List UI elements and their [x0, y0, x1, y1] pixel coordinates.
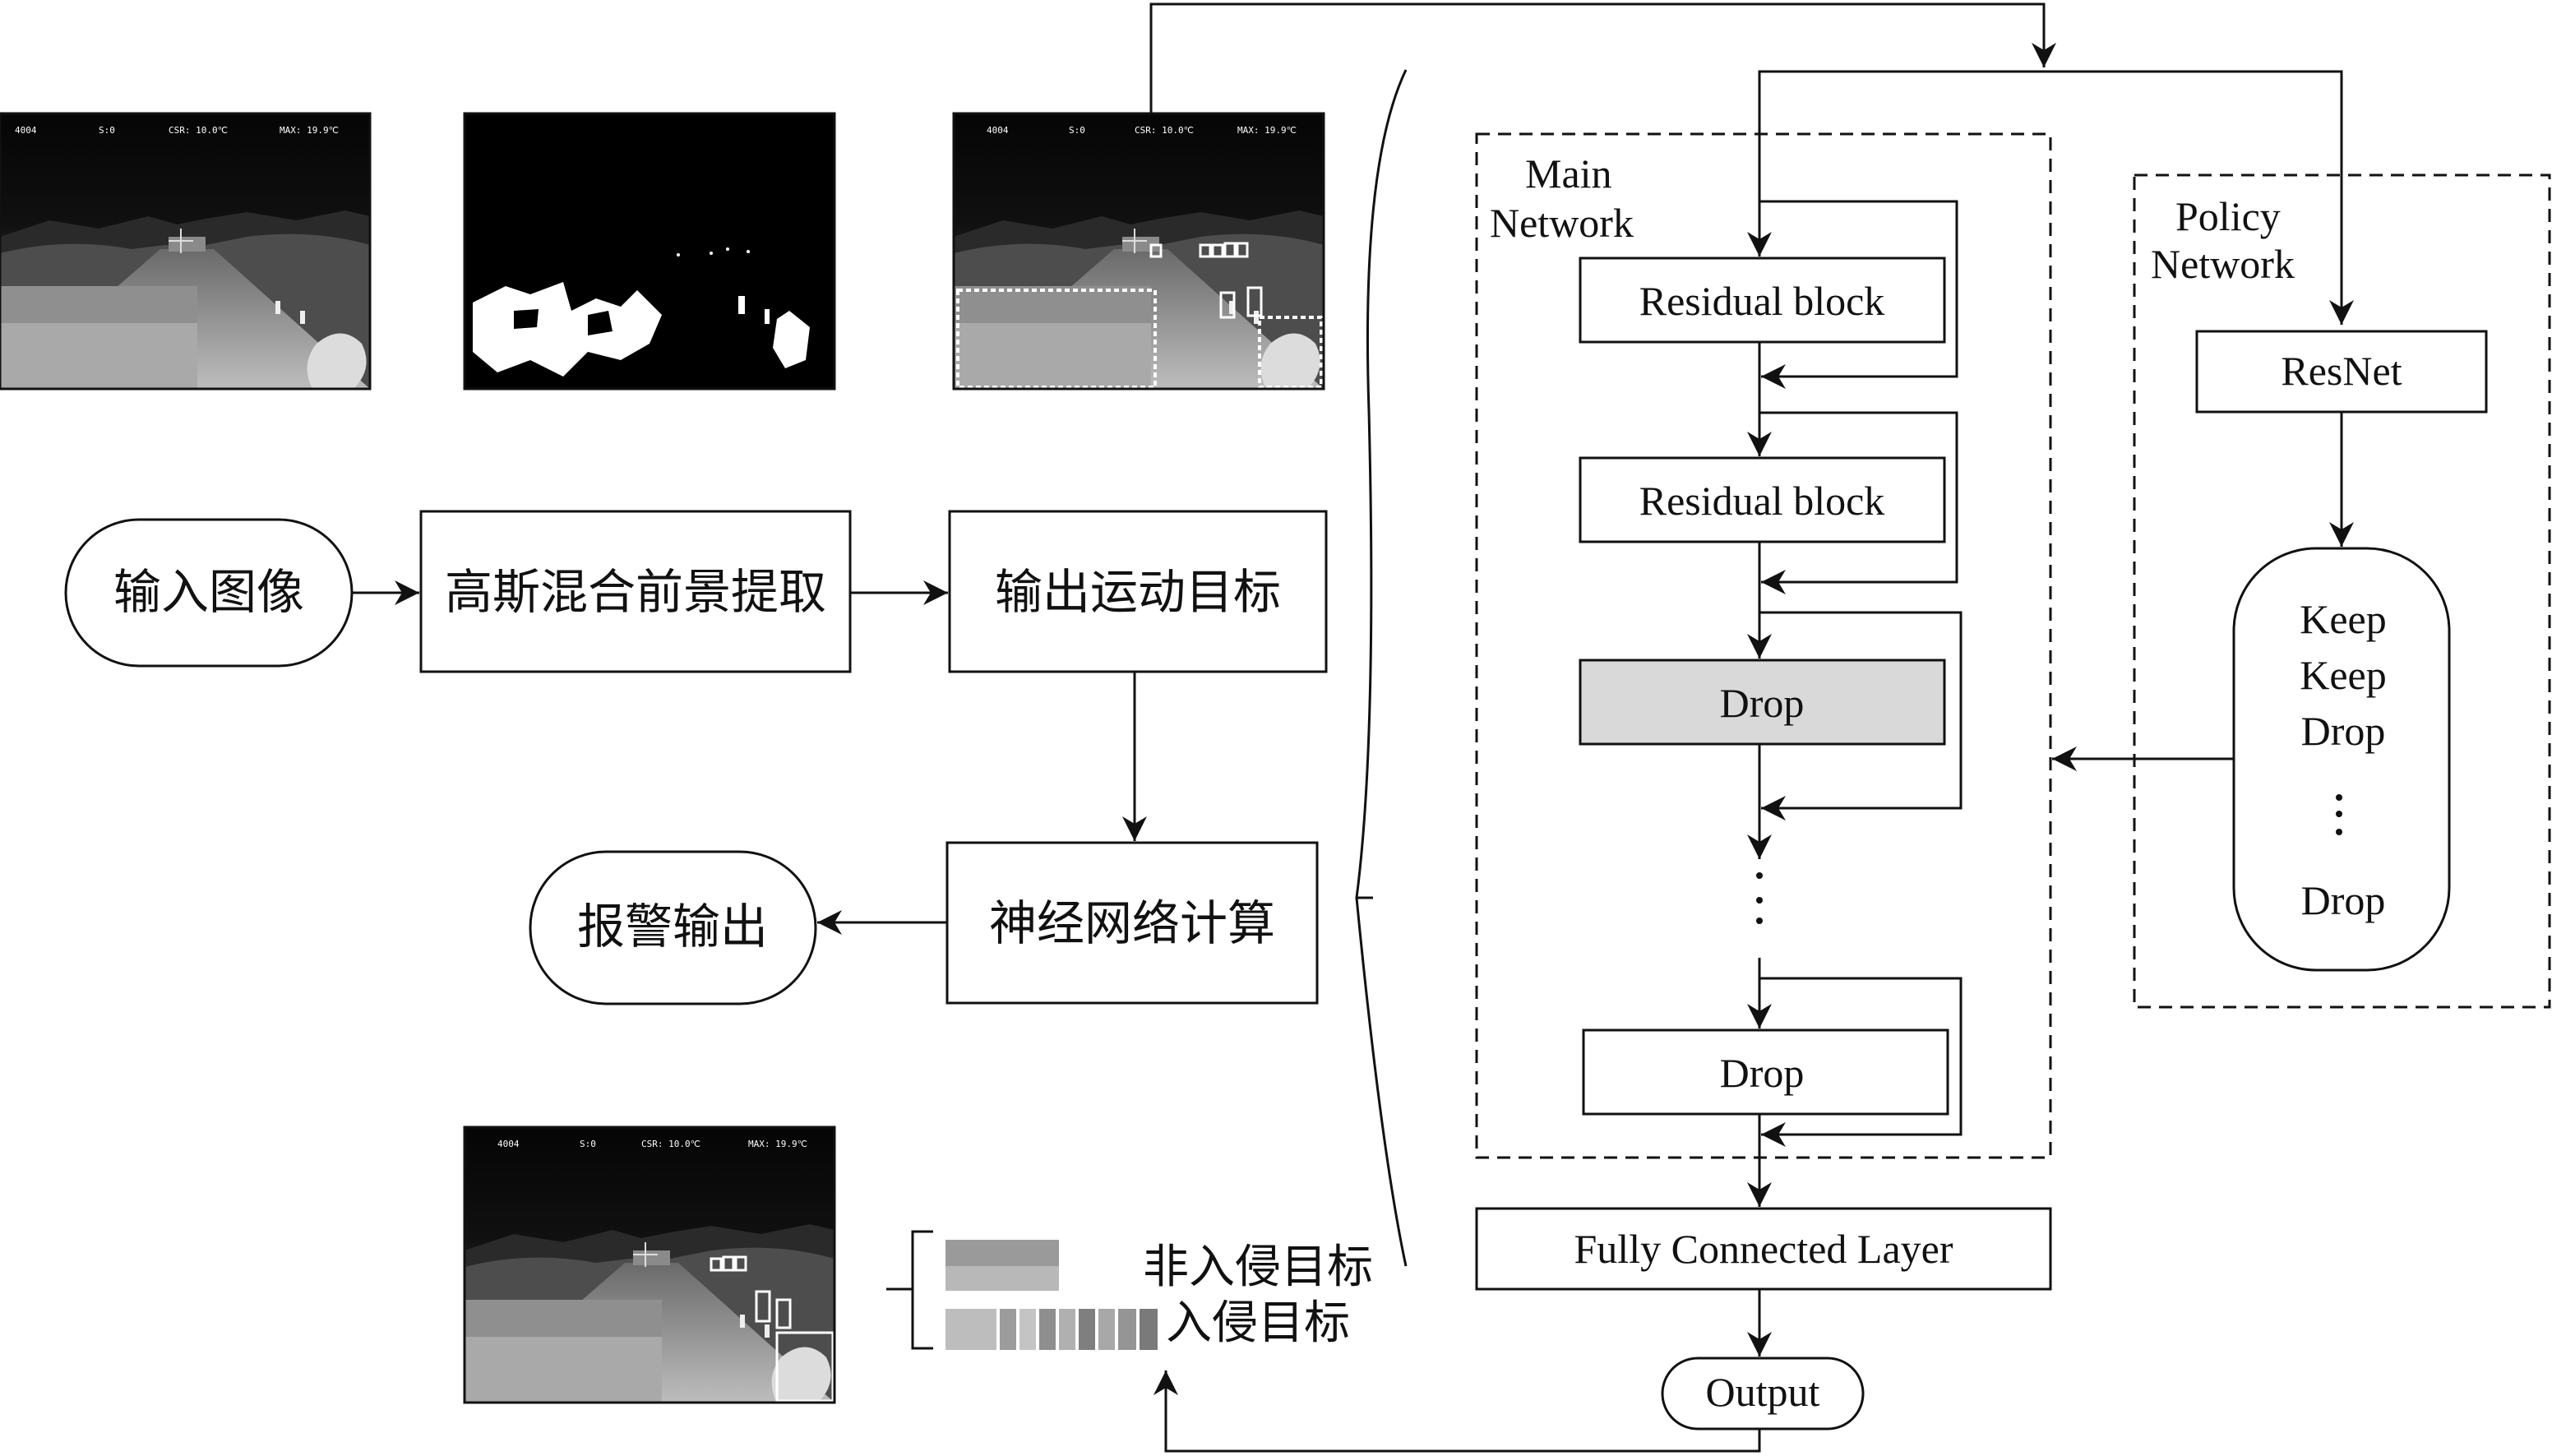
- layer-ellipsis: [1756, 872, 1763, 924]
- output-section: [1153, 1207, 2052, 1453]
- main-network-frame: [1475, 132, 2052, 1159]
- residual-block-2-label: Residual block: [1639, 478, 1885, 524]
- thermal-image-original: 4004 S:0 CSR: 10.0℃ MAX: 19.9℃: [0, 112, 372, 391]
- overlay-s: S:0: [1069, 125, 1085, 136]
- main-network: [1475, 132, 2052, 1207]
- alarm-output-label: 报警输出: [577, 899, 768, 954]
- alarm-output-node: [529, 850, 817, 1005]
- policy-network-title-2: Network: [2151, 241, 2295, 287]
- residual-block-1: [1579, 257, 1946, 344]
- flowchart: [64, 510, 1328, 1005]
- fully-connected-label: Fully Connected Layer: [1574, 1226, 1953, 1272]
- classification-legend: [886, 1230, 1158, 1350]
- policy-network-title-1: Policy: [2175, 193, 2281, 239]
- moving-target-label: 输出运动目标: [995, 564, 1281, 620]
- intrusion-label: 入侵目标: [1166, 1297, 1350, 1350]
- thermal-image-result: 4004 S:0 CSR: 10.0℃ MAX: 19.9℃: [463, 1126, 836, 1404]
- foreground-mask-image: [463, 112, 836, 391]
- main-network-title-1: Main: [1525, 150, 1612, 196]
- decision-drop-2: Drop: [2301, 877, 2386, 923]
- policy-network-frame: [2133, 173, 2551, 1009]
- overlay-csr: CSR: 10.0℃: [1135, 125, 1194, 136]
- overlay-s: S:0: [580, 1139, 596, 1149]
- input-image-label: 输入图像: [113, 564, 304, 620]
- overlay-id: 4004: [15, 125, 37, 136]
- connector-lines: [1149, 2, 2354, 325]
- residual-block-1-label: Residual block: [1639, 278, 1885, 324]
- decision-keep-2: Keep: [2300, 652, 2387, 698]
- resnet-label: ResNet: [2281, 348, 2402, 394]
- decision-keep-1: Keep: [2300, 596, 2387, 642]
- intrusion-thumbnails: [945, 1309, 1158, 1350]
- drop-block-2-label: Drop: [1720, 1050, 1805, 1096]
- decision-ellipsis: [2336, 794, 2342, 835]
- expansion-brace: [1355, 69, 1408, 1267]
- policy-network: [2052, 173, 2551, 1009]
- drop-block-2: [1582, 1028, 1949, 1116]
- drop-block-1-label: Drop: [1720, 680, 1805, 726]
- overlay-csr: CSR: 10.0℃: [641, 1139, 700, 1149]
- moving-target-node: [948, 510, 1328, 673]
- fully-connected-layer: [1475, 1207, 2052, 1291]
- overlay-id: 4004: [497, 1139, 520, 1149]
- overlay-s: S:0: [99, 125, 115, 136]
- gmm-label: 高斯混合前景提取: [445, 564, 826, 620]
- overlay-max: MAX: 19.9℃: [748, 1139, 807, 1149]
- decision-drop-1: Drop: [2301, 708, 2386, 754]
- drop-block-1: [1579, 659, 1946, 746]
- overlay-max: MAX: 19.9℃: [1237, 125, 1297, 136]
- output-node: [1661, 1357, 1865, 1431]
- main-network-title-2: Network: [1490, 200, 1634, 246]
- overlay-id: 4004: [987, 125, 1009, 136]
- nn-compute-label: 神经网络计算: [989, 895, 1275, 951]
- non-intrusion-label: 非入侵目标: [1143, 1241, 1373, 1294]
- overlay-csr: CSR: 10.0℃: [169, 125, 228, 136]
- overlay-max: MAX: 19.9℃: [280, 125, 339, 136]
- output-label: Output: [1706, 1369, 1820, 1415]
- residual-block-2: [1579, 456, 1946, 543]
- thermal-image-detections: 4004 S:0 CSR: 10.0℃ MAX: 19.9℃: [952, 112, 1325, 391]
